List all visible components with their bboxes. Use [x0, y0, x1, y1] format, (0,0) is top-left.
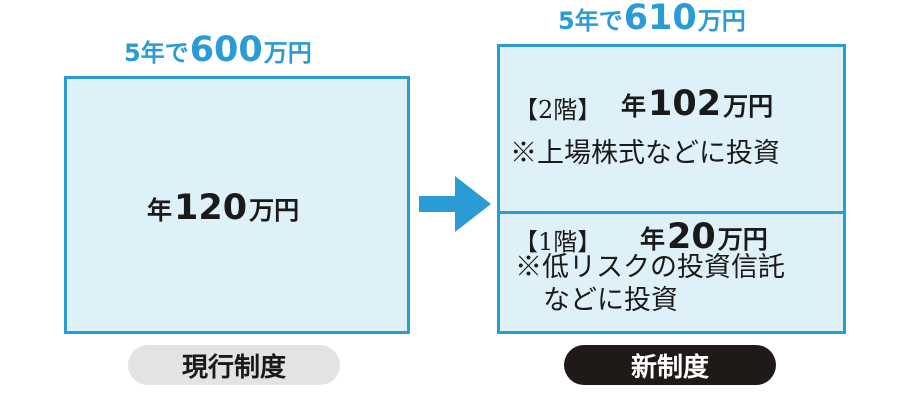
floor2-amount-prefix: 年 [621, 92, 647, 121]
new-total-caption: 5年で 610 万円 [558, 0, 746, 38]
floor2-note: ※上場株式などに投資 [510, 138, 780, 169]
new-caption-number: 610 [623, 0, 697, 38]
floor1-note-line2: などに投資 [543, 285, 678, 316]
current-caption-unit: 万円 [263, 39, 312, 67]
current-amount-number: 120 [174, 188, 248, 228]
current-caption-prefix: 5年で [124, 39, 189, 67]
floor1-amount: 年 20 万円 [640, 217, 768, 257]
floor1-label: 【1階】 [514, 228, 602, 256]
floor-divider [500, 211, 843, 214]
floor1-amount-prefix: 年 [640, 225, 666, 254]
new-system-badge: 新制度 [564, 345, 776, 385]
current-system-box [64, 76, 410, 334]
current-total-caption: 5年で 600 万円 [124, 30, 312, 70]
new-system-box [497, 44, 846, 334]
floor1-amount-unit: 万円 [717, 225, 768, 254]
current-system-badge: 現行制度 [128, 345, 340, 385]
floor1-note-line1: ※低リスクの投資信託 [515, 252, 785, 283]
current-caption-number: 600 [189, 30, 263, 70]
new-caption-prefix: 5年で [558, 7, 623, 35]
current-amount-prefix: 年 [147, 196, 173, 225]
floor2-amount-unit: 万円 [723, 92, 774, 121]
right-arrow-icon [419, 176, 491, 232]
floor1-amount-number: 20 [667, 217, 716, 257]
floor2-amount-number: 102 [648, 84, 722, 124]
current-annual-amount: 年 120 万円 [147, 188, 299, 228]
new-caption-unit: 万円 [697, 7, 746, 35]
floor2-amount: 年 102 万円 [621, 84, 773, 124]
floor2-label: 【2階】 [514, 96, 602, 124]
current-amount-unit: 万円 [249, 196, 300, 225]
